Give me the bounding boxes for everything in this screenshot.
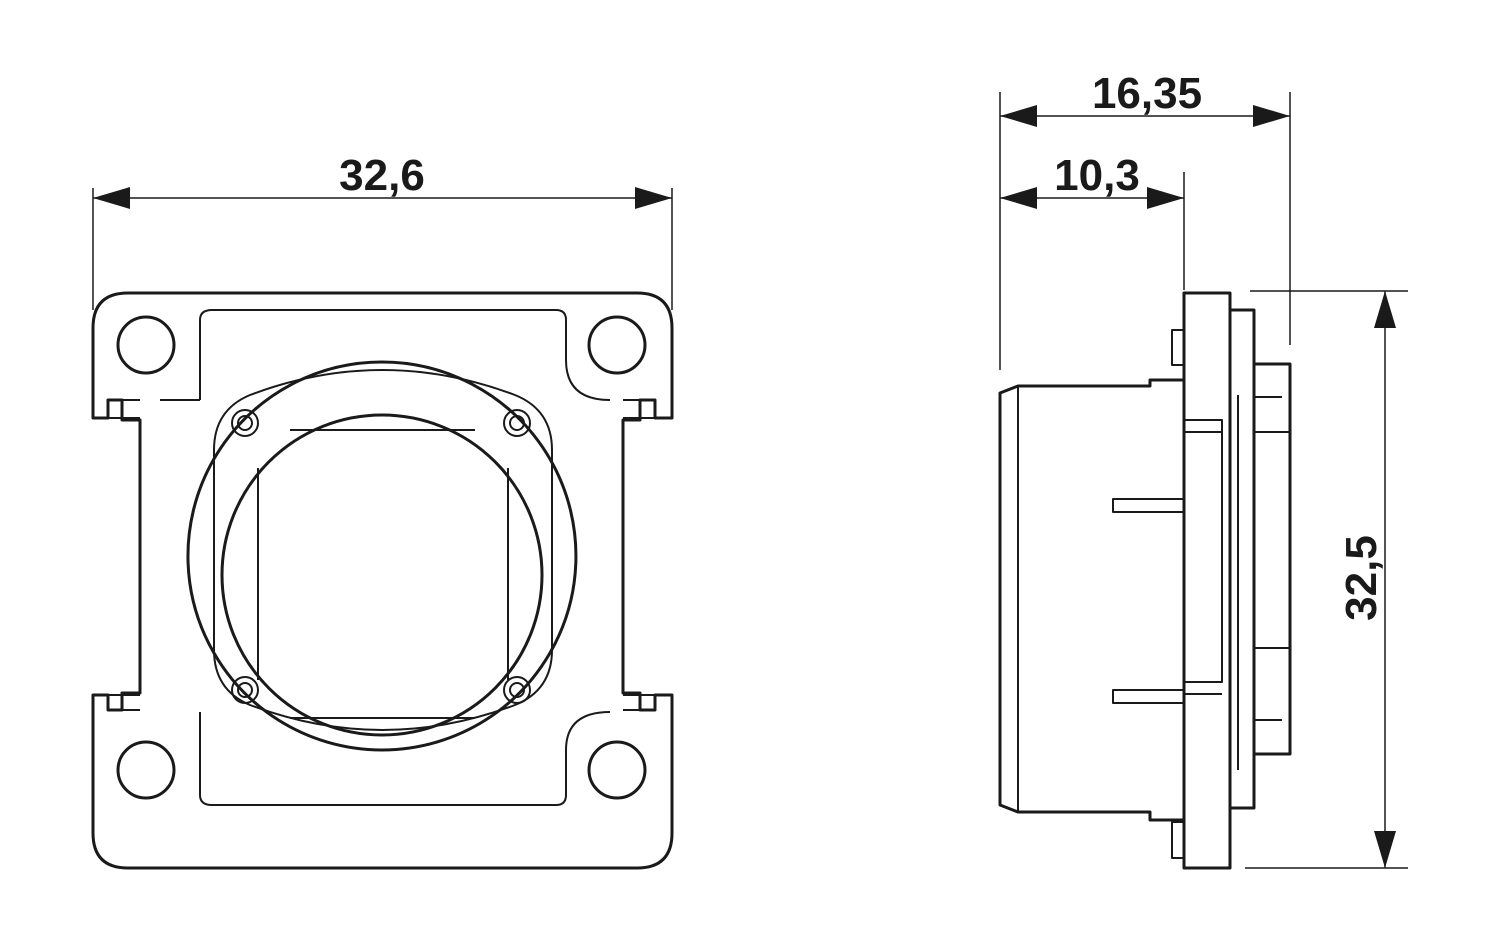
side-pin-bottom: [1112, 689, 1184, 704]
front-notch-right-bottom: [623, 694, 672, 711]
dim-front-width-label: 32,6: [339, 151, 425, 200]
mount-hole-bottom-left: [116, 740, 176, 800]
dim-side-height-label: 32,5: [1337, 535, 1386, 621]
side-rear-edge: [1184, 431, 1222, 695]
side-rear-block: [1184, 419, 1223, 683]
front-view: [91, 291, 674, 870]
mount-hole-top-left: [116, 315, 176, 375]
screw-hole-bottom-left: [231, 676, 259, 704]
front-ring-flange: [213, 369, 553, 731]
front-ring-outer: [186, 360, 578, 752]
side-flange-lip-top: [1171, 329, 1184, 366]
side-flange: [1182, 291, 1232, 870]
mount-hole-bottom-right: [587, 740, 647, 800]
dim-side-depth-body-label: 10,3: [1054, 151, 1140, 200]
mount-hole-top-right: [587, 315, 647, 375]
dim-front-width: 32,6: [92, 151, 673, 310]
front-bore: [220, 413, 544, 737]
side-rear-step2: [1252, 362, 1292, 756]
front-inner-square: [257, 429, 509, 680]
front-inner-recess-top: [199, 309, 611, 401]
front-notch-right-top: [623, 399, 672, 419]
dim-side-depth-total-label: 16,35: [1092, 69, 1202, 118]
dim-side-height: 32,5: [1245, 290, 1408, 869]
dim-side-depth-body: 10,3: [1000, 151, 1185, 290]
side-view: [998, 291, 1292, 870]
side-rear-step2-details: [1254, 396, 1290, 721]
side-flange-lip-bottom: [1171, 821, 1184, 859]
front-notch-left-top: [93, 399, 140, 419]
side-pin-top: [1112, 498, 1184, 513]
screw-hole-bottom-right: [503, 676, 531, 704]
side-rear-step1: [1228, 308, 1256, 810]
front-notch-left-bottom: [93, 694, 140, 711]
side-body: [998, 378, 1186, 822]
front-flange-outline: [91, 291, 674, 870]
dim-side-depth-total: 16,35: [999, 69, 1291, 370]
screw-hole-top-right: [503, 409, 531, 437]
front-inner-recess-bottom: [199, 711, 611, 806]
screw-hole-top-left: [231, 409, 259, 437]
